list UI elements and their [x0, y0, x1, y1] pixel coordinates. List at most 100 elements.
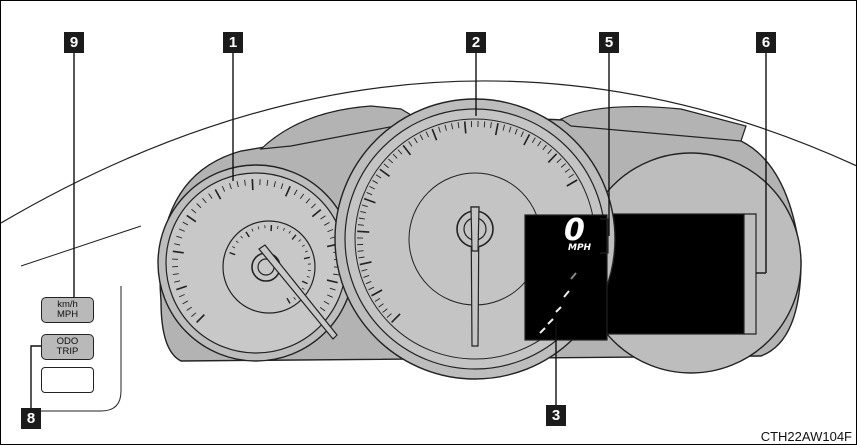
tick-mark [244, 179, 246, 186]
callout-3: 3 [546, 405, 566, 426]
tick-mark [357, 230, 370, 233]
window-tick [563, 290, 570, 298]
tick-mark [288, 230, 291, 234]
tick-mark [566, 179, 578, 187]
tick-mark [327, 294, 333, 298]
tick-mark [390, 313, 401, 324]
tick-mark [179, 228, 185, 232]
tick-mark [358, 217, 365, 220]
tick-mark [186, 214, 197, 223]
tick-mark [523, 133, 531, 146]
tick-mark [357, 224, 364, 226]
tick-mark [329, 287, 336, 291]
tick-mark [564, 168, 571, 173]
tick-mark [196, 314, 205, 323]
tick-mark [284, 185, 291, 197]
tick-mark [251, 228, 254, 232]
tick-mark [323, 300, 330, 305]
tick-mark [438, 126, 441, 133]
unit-toggle-label-2: MPH [56, 309, 79, 320]
tick-mark [359, 261, 372, 266]
tick-mark [172, 250, 184, 254]
tick-mark [186, 306, 192, 311]
tick-mark [383, 163, 389, 169]
tick-mark [178, 294, 185, 298]
window-tick [547, 318, 554, 325]
tick-mark [236, 181, 239, 188]
tick-mark [298, 239, 302, 242]
tick-mark [361, 268, 368, 272]
tick-mark [324, 222, 330, 226]
callout-5: 5 [599, 32, 619, 53]
tick-mark [327, 228, 334, 233]
leader-8 [30, 345, 43, 408]
tick-mark [301, 287, 305, 290]
tick-mark [556, 158, 562, 163]
tick-mark [232, 246, 236, 249]
tick-mark [357, 250, 364, 252]
tick-mark [326, 279, 338, 284]
tick-mark [365, 280, 372, 285]
tick-mark [221, 185, 226, 192]
tick-mark [537, 140, 542, 147]
tick-mark [306, 276, 310, 278]
tick-mark [568, 173, 574, 178]
dash-contour [20, 225, 142, 267]
tick-mark [451, 123, 454, 130]
screen-bracket [743, 213, 757, 335]
tick-mark [229, 183, 232, 190]
callout-2: 2 [466, 32, 486, 53]
tick-mark [240, 235, 243, 239]
tick-mark [444, 124, 447, 131]
tick-mark [508, 126, 512, 133]
callout-8: 8 [21, 408, 41, 429]
tick-mark [361, 204, 368, 208]
tick-mark [311, 208, 322, 218]
tick-mark [176, 235, 183, 239]
window-tick [555, 306, 562, 313]
left-gauge-needle [258, 244, 338, 340]
tick-mark [291, 234, 297, 240]
tick-mark [382, 308, 388, 313]
tick-mark [176, 285, 188, 291]
unit-toggle-button[interactable]: km/h MPH [41, 297, 94, 323]
tick-mark [379, 168, 390, 177]
tick-mark [174, 280, 181, 283]
tick-mark [368, 286, 375, 291]
tick-mark [374, 297, 381, 302]
odo-trip-label-2: TRIP [56, 346, 79, 357]
tick-mark [388, 158, 394, 164]
tick-mark [245, 231, 250, 238]
digital-window-ticks [539, 272, 577, 334]
tick-mark [494, 123, 499, 136]
tick-mark [235, 240, 239, 244]
tick-mark [520, 131, 524, 138]
tick-mark [305, 198, 311, 204]
tick-mark [375, 174, 382, 179]
tick-mark [319, 307, 326, 312]
tick-mark [419, 134, 424, 141]
odo-trip-button[interactable]: ODO TRIP [41, 334, 94, 360]
tick-mark [191, 208, 197, 214]
tick-mark [257, 226, 260, 230]
tick-mark [191, 312, 197, 318]
tick-mark [363, 197, 376, 204]
digital-speed-unit: MPH [568, 243, 592, 253]
tick-mark [531, 137, 536, 143]
tick-mark [363, 275, 370, 278]
tick-mark [378, 303, 384, 308]
unit-toggle-label-1: km/h [57, 299, 78, 310]
tick-mark [358, 256, 365, 259]
tick-mark [547, 153, 558, 163]
tick-mark [286, 297, 291, 304]
blank-switch[interactable] [41, 367, 94, 393]
tick-mark [366, 192, 373, 196]
tick-mark [425, 131, 429, 138]
tick-mark [277, 225, 279, 230]
tick-mark [431, 128, 438, 141]
window-tick [539, 327, 546, 334]
speedometer-ticks [357, 121, 578, 324]
tick-mark [182, 221, 189, 226]
tick-mark [386, 313, 392, 318]
